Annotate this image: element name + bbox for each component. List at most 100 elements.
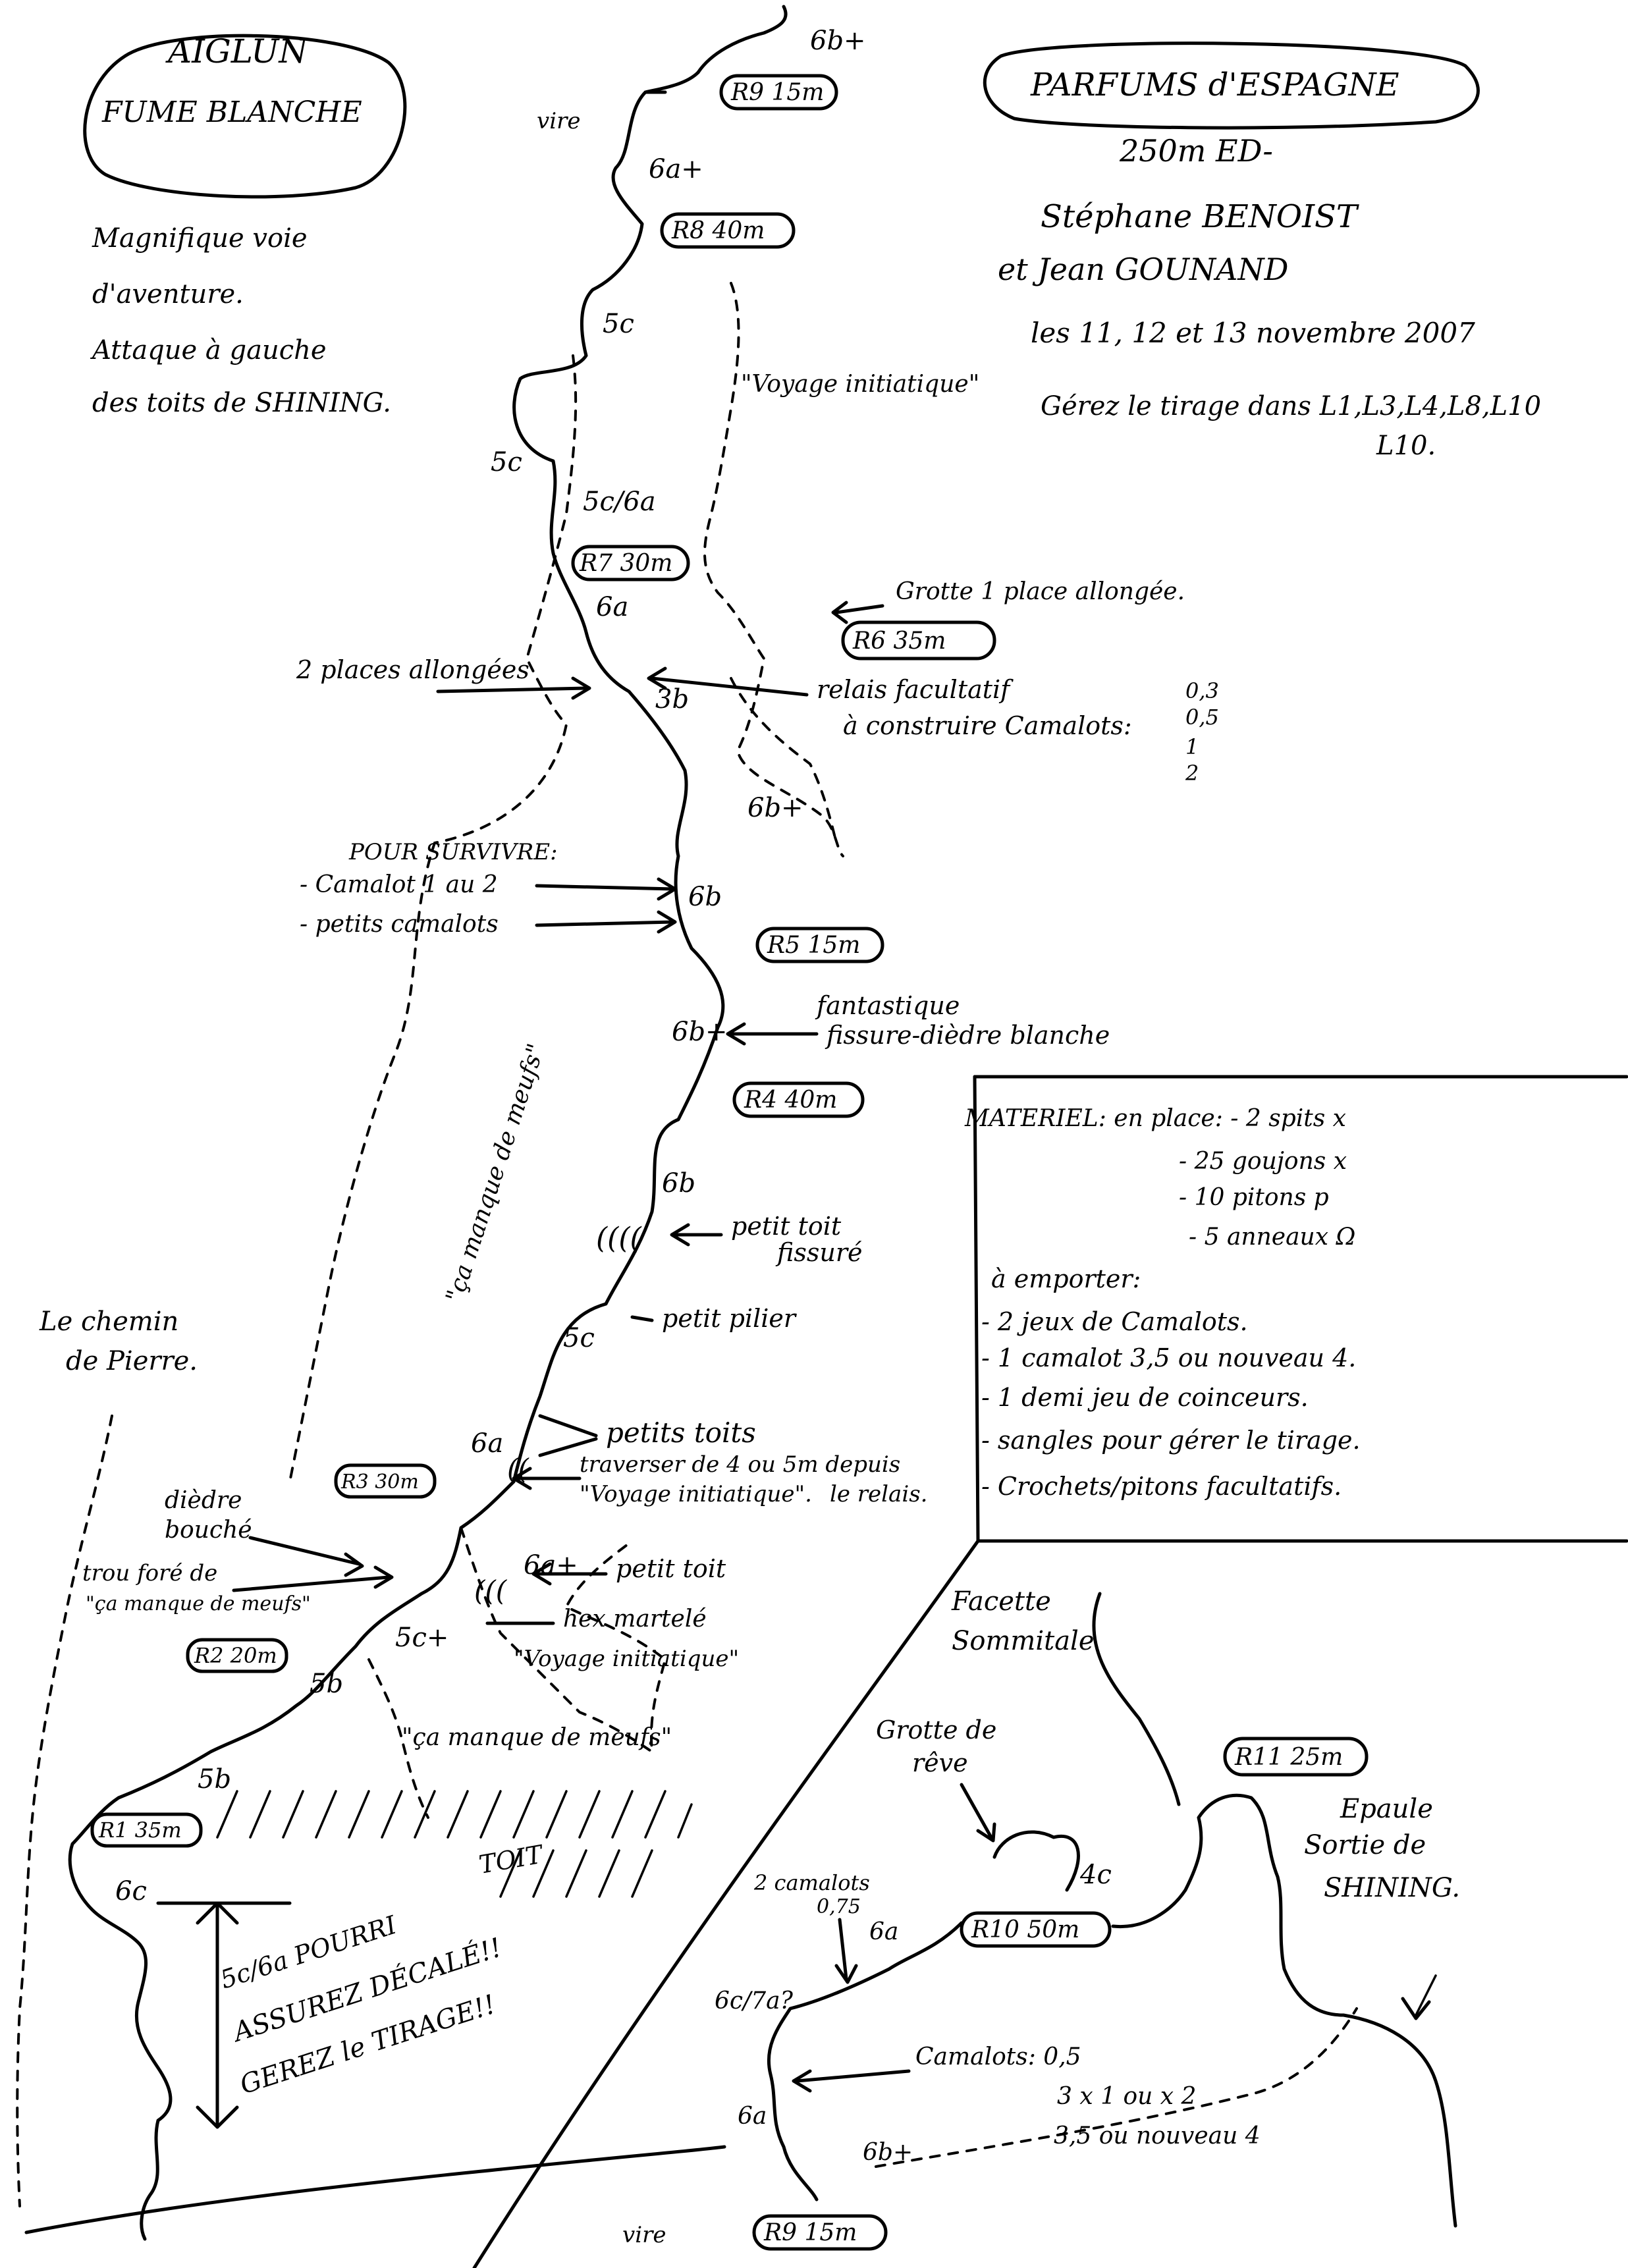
route-line-voyage-lower: [460, 1526, 667, 1754]
description-line-1: Magnifique voie: [92, 223, 308, 254]
emporter-1: - 2 jeux de Camalots.: [981, 1307, 1248, 1336]
route-line-3b-right: [730, 677, 838, 844]
emporter-3: - 1 demi jeu de coinceurs.: [981, 1383, 1309, 1412]
grotte-reve-2: rêve: [912, 1748, 968, 1777]
route-date: les 11, 12 et 13 novembre 2007: [1031, 317, 1475, 349]
grade-6c-7a: 6c/7a?: [715, 1987, 794, 2014]
materiel-box: MATERIEL: en place: - 2 spits x - 25 gou…: [964, 1075, 1628, 1543]
facette-1: Facette: [951, 1586, 1051, 1617]
relais-facultatif-2: à construire Camalots:: [843, 711, 1132, 740]
chemin-de-pierre-1: Le chemin: [39, 1307, 178, 1337]
trou-fore-1: trou foré de: [82, 1560, 217, 1586]
description-line-4: des toits de SHINING.: [92, 388, 391, 418]
relay-r2: R2 20m: [186, 1638, 288, 1673]
diedre-bouche-1: dièdre: [165, 1487, 242, 1514]
grade-6a-d: 6a: [738, 2103, 767, 2130]
trou-fore-2: "ça manque de meufs": [86, 1592, 311, 1615]
crag-title: AIGLUN FUME BLANCHE: [83, 32, 407, 199]
route-grade: 250m ED-: [1119, 133, 1273, 169]
grade-6b-plus-top: 6b+: [810, 26, 866, 56]
svg-text:R2 20m: R2 20m: [194, 1643, 277, 1668]
grade-5b-b: 5b: [198, 1764, 231, 1795]
relais-facultatif-1: relais facultatif: [817, 675, 1014, 704]
camalot-size-3: 1: [1185, 734, 1199, 759]
relay-r1: R1 35m: [90, 1812, 203, 1848]
epaule-1: Epaule: [1340, 1794, 1433, 1824]
grade-5b-a: 5b: [310, 1669, 343, 1699]
grade-5c-b: 5c: [491, 447, 522, 477]
camalots-075-1: 2 camalots: [753, 1870, 870, 1895]
grotte-reve-1: Grotte de: [876, 1715, 996, 1744]
grade-5c-plus: 5c+: [395, 1623, 448, 1653]
route-info: 250m ED- Stéphane BENOIST et Jean GOUNAN…: [998, 133, 1541, 461]
chemin-de-pierre-line: [16, 1415, 113, 2207]
grade-3b: 3b: [655, 684, 689, 715]
grade-6b-plus-r5: 6b+: [672, 1017, 728, 1047]
camalots-bottom-3: 3,5 ou nouveau 4: [1054, 2122, 1261, 2149]
camalots-bottom-1: Camalots: 0,5: [915, 2043, 1081, 2070]
route-line-meufs-lower: [367, 1658, 429, 1819]
svg-text:R4 40m: R4 40m: [744, 1087, 837, 1114]
epaule-2: Sortie de: [1304, 1830, 1426, 1860]
voyage-initiatique-2a: "Voyage initiatique".: [580, 1481, 812, 1507]
svg-text:R7 30m: R7 30m: [579, 550, 672, 577]
relay-r11: R11 25m: [1223, 1737, 1369, 1777]
grade-6b-b: 6b: [662, 1168, 695, 1199]
vire-bottom: vire: [622, 2222, 666, 2248]
petit-toit-fissure-1: petit toit: [731, 1212, 842, 1241]
grade-6b-plus-mid: 6b+: [747, 793, 803, 823]
petit-toit: petit toit: [616, 1554, 726, 1583]
relays: R9 15m R8 40m R7 30m R6 35m R5 15m R4 40…: [90, 74, 1369, 2251]
a-emporter: à emporter:: [991, 1264, 1141, 1293]
pour-survivre-title: POUR SURVIVRE:: [348, 839, 558, 865]
grade-6a-b: 6a: [471, 1428, 503, 1459]
grade-6a-plus: 6a+: [649, 154, 703, 184]
relay-r4: R4 40m: [732, 1081, 865, 1118]
deux-places-allongees: 2 places allongées: [296, 655, 529, 684]
route-line-variant: [288, 354, 578, 1483]
svg-text:R5 15m: R5 15m: [767, 932, 860, 959]
route-line-lower: [68, 1480, 516, 2241]
svg-text:R9 15m: R9 15m: [763, 2219, 857, 2246]
fantastique-2: fissure-dièdre blanche: [825, 1021, 1110, 1050]
grade-5c-c: 5c: [563, 1323, 595, 1353]
camalot-size-1: 0,3: [1185, 678, 1219, 703]
svg-text:R8 40m: R8 40m: [671, 217, 765, 244]
route-name: PARFUMS d'ESPAGNE: [1030, 67, 1399, 103]
roof-symbols-1: ((((: [596, 1222, 641, 1255]
epaule-3: SHINING.: [1324, 1873, 1460, 1903]
relay-r9-top: R9 15m: [719, 74, 838, 111]
svg-text:R1 35m: R1 35m: [98, 1818, 182, 1843]
traverser-1: traverser de 4 ou 5m depuis: [580, 1451, 900, 1478]
petit-pilier: petit pilier: [662, 1304, 798, 1333]
drag-note-1: Gérez le tirage dans L1,L3,L4,L8,L10: [1041, 391, 1541, 421]
relay-r7: R7 30m: [571, 545, 690, 581]
relay-r10: R10 50m: [960, 1911, 1112, 1948]
voyage-initiatique-3: "Voyage initiatique": [514, 1646, 739, 1672]
grade-5c-6a: 5c/6a: [583, 487, 656, 517]
pitch-length-bracket: [24, 1901, 726, 2234]
materiel-line-2: - 25 goujons x: [1179, 1148, 1347, 1175]
grade-4c: 4c: [1079, 1860, 1112, 1890]
emporter-5: - Crochets/pitons facultatifs.: [981, 1472, 1342, 1501]
grade-6b-a: 6b: [688, 882, 722, 912]
materiel-line-3: - 10 pitons p: [1179, 1184, 1329, 1211]
camalot-size-4: 2: [1185, 761, 1199, 786]
petits-toits: petits toits: [606, 1417, 756, 1449]
crag-name: AIGLUN: [165, 32, 309, 70]
facette-2: Sommitale: [952, 1626, 1095, 1656]
route-author-2: et Jean GOUNAND: [998, 252, 1289, 287]
description-line-3: Attaque à gauche: [90, 335, 327, 365]
materiel-line-4: - 5 anneaux Ω: [1189, 1224, 1355, 1251]
relay-r8: R8 40m: [660, 212, 796, 249]
route-line-voyage: [703, 282, 844, 857]
drag-note-2: L10.: [1376, 431, 1436, 461]
route-line-main: [512, 5, 788, 1484]
svg-text:R11 25m: R11 25m: [1234, 1744, 1343, 1771]
grade-6c: 6c: [115, 1876, 147, 1906]
relay-r9-bottom: R9 15m: [752, 2214, 888, 2251]
svg-text:R6 35m: R6 35m: [852, 628, 946, 655]
svg-text:R10 50m: R10 50m: [971, 1916, 1079, 1943]
crag-sector: FUME BLANCHE: [101, 95, 362, 129]
grade-5c-a: 5c: [603, 309, 634, 339]
